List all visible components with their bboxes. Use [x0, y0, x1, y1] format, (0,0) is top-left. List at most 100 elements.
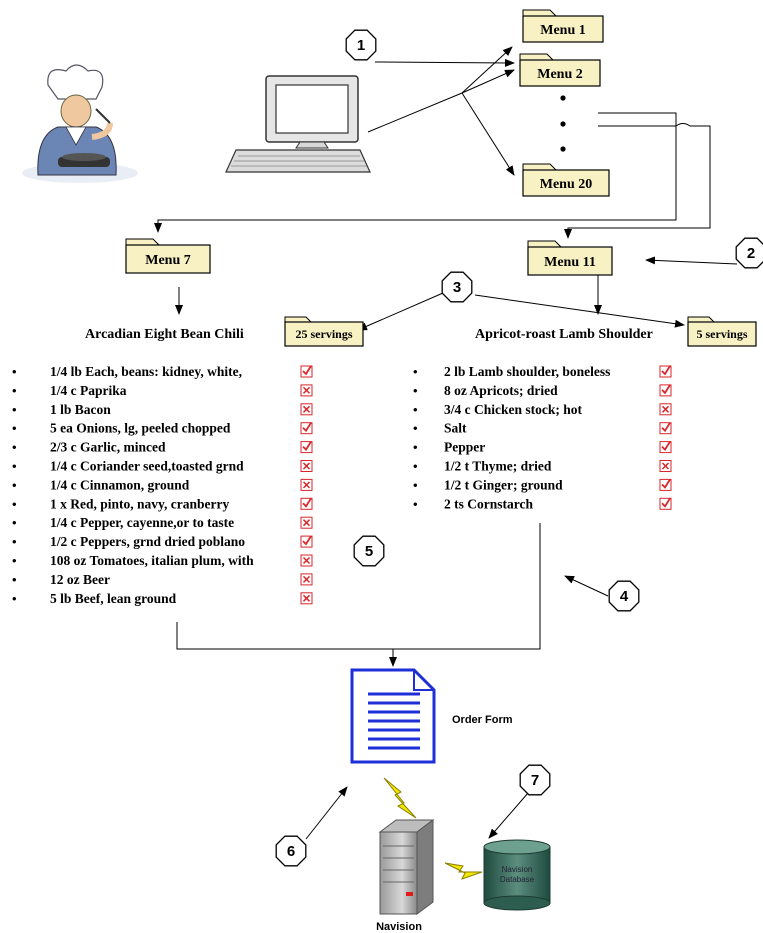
bullet: • — [413, 364, 418, 379]
ingredient-list-left: •1/4 lb Each, beans: kidney, white,•1/4 … — [12, 364, 313, 606]
checked-checkbox[interactable] — [659, 497, 672, 510]
lightning-icon — [383, 777, 417, 819]
check-icon — [302, 365, 312, 376]
bullet: • — [413, 477, 418, 492]
document-icon[interactable] — [350, 668, 436, 764]
crossed-checkbox[interactable] — [300, 403, 313, 416]
server-icon[interactable] — [378, 819, 435, 915]
ingredient-row: •1/2 c Peppers, grnd dried poblano — [12, 534, 313, 549]
step-number: 2 — [747, 245, 755, 262]
x-icon — [302, 575, 311, 583]
ingredient-row: •2/3 c Garlic, minced — [12, 440, 313, 455]
check-icon — [302, 422, 312, 433]
step-marker-6: 6 — [275, 835, 307, 867]
ingredient-row: •5 lb Beef, lean ground — [12, 591, 313, 606]
ingredient-row: •1/4 c Cinnamon, ground — [12, 477, 313, 492]
checked-checkbox[interactable] — [300, 535, 313, 548]
ingredient-row: •Pepper — [413, 440, 672, 455]
folder-icon — [687, 316, 716, 323]
x-icon — [302, 594, 311, 602]
bullet: • — [12, 477, 17, 492]
checked-checkbox[interactable] — [659, 384, 672, 397]
crossed-checkbox[interactable] — [300, 573, 313, 586]
x-icon — [302, 405, 311, 413]
step-marker-1: 1 — [345, 29, 377, 61]
crossed-checkbox[interactable] — [659, 460, 672, 472]
ingredient-row: •1/4 c Paprika — [12, 383, 313, 398]
step-marker-5: 5 — [353, 535, 385, 567]
step-marker-4: 4 — [608, 580, 640, 612]
server-label: Navision — [376, 921, 422, 933]
ingredient-text: 1/2 t Ginger; ground — [444, 477, 563, 492]
bullet: • — [12, 459, 17, 474]
bullet: • — [12, 572, 17, 587]
ingredient-text: 2/3 c Garlic, minced — [50, 440, 166, 455]
ingredient-text: 108 oz Tomatoes, italian plum, with — [50, 553, 254, 568]
crossed-checkbox[interactable] — [300, 384, 313, 397]
crossed-checkbox[interactable] — [300, 592, 313, 605]
folder-menu-20[interactable]: Menu 20 — [522, 163, 610, 197]
check-icon — [661, 478, 671, 489]
menu-ellipsis-dots — [560, 95, 566, 152]
folder-menu-7[interactable]: Menu 7 — [125, 238, 211, 274]
crossed-checkbox[interactable] — [659, 403, 672, 416]
ingredient-text: 1/4 c Paprika — [50, 383, 127, 398]
x-icon — [302, 556, 311, 565]
x-icon — [302, 481, 311, 489]
step-number: 4 — [620, 588, 629, 605]
crossed-checkbox[interactable] — [300, 516, 313, 529]
computer-icon — [225, 75, 371, 173]
checked-checkbox[interactable] — [300, 441, 313, 454]
ingredient-row: •1 lb Bacon — [12, 402, 313, 417]
bullet: • — [12, 553, 17, 568]
bullet: • — [12, 534, 17, 549]
bullet: • — [12, 364, 17, 379]
database-label-line2: Database — [500, 875, 535, 884]
folder-menu-11[interactable]: Menu 11 — [527, 240, 613, 276]
checked-checkbox[interactable] — [659, 422, 672, 435]
ingredient-text: 8 oz Apricots; dried — [444, 383, 558, 398]
checked-checkbox[interactable] — [659, 478, 672, 491]
menu-1-label: Menu 1 — [540, 23, 586, 38]
ingredient-text: 2 ts Cornstarch — [444, 496, 533, 511]
menu-7-label: Menu 7 — [145, 253, 191, 268]
ingredient-row: • 1/2 t Ginger; ground — [413, 477, 672, 492]
connectors — [154, 46, 738, 840]
ingredient-text: 12 oz Beer — [50, 572, 110, 587]
database-label-line1: Navision — [502, 865, 533, 874]
database-icon[interactable]: Navision Database — [483, 839, 551, 911]
ingredient-row: •1/4 c Pepper, cayenne,or to taste — [12, 515, 313, 530]
x-icon — [302, 386, 311, 394]
step-number: 7 — [531, 772, 539, 789]
ingredient-text: 2 lb Lamb shoulder, boneless — [444, 364, 610, 379]
ingredient-row: •1/4 c Coriander seed,toasted grnd — [12, 459, 313, 474]
folder-icon — [522, 9, 558, 17]
checked-checkbox[interactable] — [300, 365, 313, 378]
ingredient-row: •1/4 lb Each, beans: kidney, white, — [12, 364, 313, 379]
servings-folder-right: 5 servings — [687, 316, 757, 347]
crossed-checkbox[interactable] — [300, 554, 313, 567]
x-icon — [302, 519, 311, 527]
check-icon — [661, 384, 671, 395]
checked-checkbox[interactable] — [659, 365, 672, 378]
check-icon — [661, 365, 671, 376]
folder-menu-2[interactable]: Menu 2 — [519, 53, 601, 87]
crossed-checkbox[interactable] — [300, 460, 313, 472]
menu-20-label: Menu 20 — [540, 177, 593, 192]
folder-icon — [284, 316, 313, 323]
checked-checkbox[interactable] — [300, 422, 313, 435]
ingredient-row: •1/2 t Thyme; dried — [413, 459, 672, 474]
ingredient-row: • 12 oz Beer — [12, 572, 313, 587]
folder-menu-1[interactable]: Menu 1 — [522, 9, 604, 43]
checked-checkbox[interactable] — [659, 441, 672, 454]
checked-checkbox[interactable] — [300, 497, 313, 510]
bullet: • — [12, 515, 17, 530]
crossed-checkbox[interactable] — [300, 478, 313, 491]
bullet: • — [413, 496, 418, 511]
servings-right-label: 5 servings — [697, 327, 748, 341]
ingredient-text: Pepper — [444, 440, 485, 455]
x-icon — [661, 462, 670, 470]
bullet: • — [413, 383, 418, 398]
check-icon — [661, 422, 671, 433]
